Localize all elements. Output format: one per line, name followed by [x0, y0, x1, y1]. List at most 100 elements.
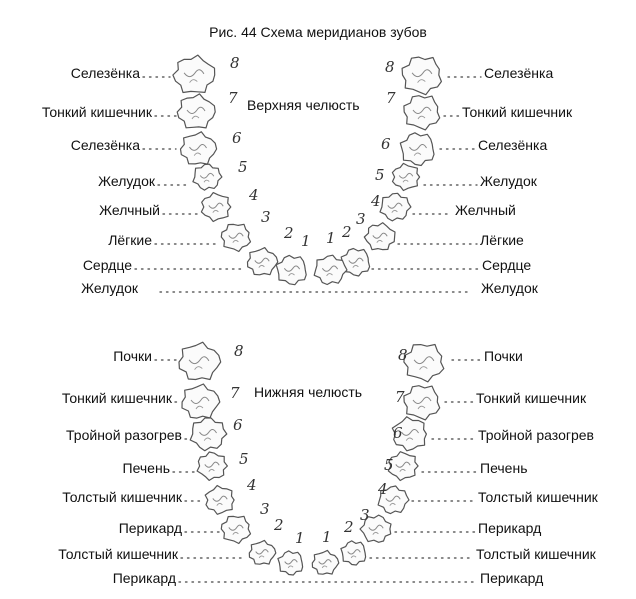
- lower-left-tooth-number: 6: [233, 416, 243, 434]
- upper-left-tooth-2-detail: [254, 257, 270, 264]
- upper-left-tooth-6-detail: [193, 152, 202, 156]
- lower-right-tooth-8-detail: [419, 366, 428, 370]
- lower-right-meridian-label: Перикард: [480, 570, 544, 586]
- lower-left-tooth-number: 3: [260, 500, 270, 518]
- upper-right-tooth-4-detail: [391, 209, 398, 213]
- upper-right-tooth-1-detail: [326, 273, 333, 277]
- lower-left-tooth-2-detail: [258, 555, 265, 559]
- upper-left-tooth-1-detail: [283, 265, 301, 272]
- lower-jaw-label: Нижняя челюсть: [254, 384, 363, 400]
- lower-right-tooth-2-detail: [350, 555, 357, 559]
- lower-right-tooth-number: 5: [384, 456, 394, 474]
- lower-left-tooth-7: [181, 383, 221, 419]
- upper-left-tooth-3: [220, 223, 252, 253]
- upper-right-tooth-6-detail: [413, 152, 422, 156]
- lower-left-tooth-number: 4: [246, 476, 257, 494]
- lower-right-tooth-7-detail: [412, 396, 432, 404]
- upper-right-meridian-label: Селезёнка: [478, 137, 548, 153]
- upper-left-tooth-7-detail: [191, 115, 200, 120]
- upper-right-meridian-label: Желудок: [480, 173, 537, 189]
- lower-left-tooth-4-detail: [216, 502, 223, 506]
- upper-right-tooth-5-detail: [398, 172, 414, 179]
- lower-left-tooth-8-detail: [188, 356, 210, 365]
- upper-right-meridian-label: Желчный: [455, 202, 516, 218]
- upper-right-tooth-4: [379, 192, 412, 222]
- upper-right-tooth-number: 3: [356, 210, 366, 228]
- lower-left-tooth-5: [196, 451, 228, 481]
- upper-left-tooth-5-detail: [203, 179, 210, 183]
- upper-left-meridian-label: Сердце: [82, 257, 132, 273]
- upper-right-tooth-3-detail: [376, 239, 383, 243]
- lower-right-meridian-label: Почки: [484, 348, 523, 364]
- lower-right-tooth-1-detail: [318, 559, 332, 565]
- upper-right-meridian-label: Сердце: [482, 257, 532, 273]
- lower-right-tooth-8: [403, 343, 445, 383]
- upper-right-tooth-number: 7: [386, 89, 396, 107]
- upper-right-tooth-1: [313, 254, 348, 286]
- upper-right-meridian-label: Желудок: [481, 280, 538, 296]
- lower-right-tooth-7-detail: [417, 405, 426, 410]
- lower-right-tooth-number: 4: [377, 480, 388, 498]
- upper-left-tooth-5-detail: [199, 172, 215, 179]
- lower-right-meridian-label: Толстый кишечник: [478, 489, 598, 505]
- lower-right-tooth-6-detail: [405, 437, 414, 441]
- upper-left-meridian-label: Селезёнка: [70, 137, 140, 153]
- upper-right-tooth-7: [403, 95, 441, 131]
- lower-left-tooth-3: [220, 515, 252, 545]
- lower-right-tooth-4-detail: [389, 502, 396, 506]
- upper-left-tooth-number: 6: [232, 129, 242, 147]
- lower-right-tooth-4: [377, 485, 410, 515]
- upper-left-tooth-2-detail: [258, 264, 265, 268]
- upper-right-meridian-label: Тонкий кишечник: [462, 104, 573, 120]
- lower-left-meridian-label: Почки: [113, 348, 152, 364]
- upper-left-meridian-label: Желчный: [99, 202, 160, 218]
- lower-left-meridian-label: Тройной разогрев: [66, 427, 182, 443]
- lower-left-tooth-5-detail: [208, 468, 215, 472]
- upper-right-tooth-8: [401, 56, 442, 96]
- upper-right-tooth-8-detail: [411, 69, 433, 78]
- lower-left-tooth-2-detail: [255, 549, 269, 555]
- lower-left-tooth-4-detail: [212, 495, 228, 502]
- lower-left-tooth-3-detail: [228, 524, 244, 531]
- lower-right-tooth-number: 7: [395, 388, 405, 406]
- lower-right-tooth-5-detail: [399, 468, 406, 472]
- upper-left-tooth-1-detail: [288, 273, 295, 277]
- upper-right-tooth-7-detail: [412, 106, 432, 114]
- lower-right-meridian-label: Перикард: [478, 520, 542, 536]
- upper-left-tooth-4-detail: [208, 202, 224, 209]
- upper-left-tooth-number: 5: [238, 158, 248, 176]
- upper-left-tooth-number: 4: [248, 186, 259, 204]
- lower-left-tooth-1-detail: [287, 565, 294, 569]
- lower-left-tooth-3-detail: [232, 531, 239, 535]
- lower-left-meridian-label: Тонкий кишечник: [61, 390, 172, 406]
- lower-right-tooth-number: 6: [393, 424, 403, 442]
- figure-title: Рис. 44 Схема меридианов зубов: [209, 24, 427, 40]
- lower-left-meridian-label: Печень: [122, 460, 171, 476]
- upper-left-meridian-label: Тонкий кишечник: [41, 104, 152, 120]
- lower-left-tooth-6-detail: [199, 428, 217, 436]
- upper-right-tooth-6-detail: [409, 143, 427, 151]
- upper-right-tooth-number: 1: [326, 229, 336, 247]
- upper-left-tooth-4-detail: [212, 209, 219, 213]
- lower-right-tooth-number: 2: [343, 518, 354, 536]
- upper-left-meridian-label: Желудок: [81, 280, 138, 296]
- lower-left-meridian-label: Перикард: [118, 520, 182, 536]
- lower-right-tooth-number: 3: [360, 506, 370, 524]
- upper-left-tooth-number: 1: [301, 232, 311, 250]
- upper-right-tooth-number: 2: [341, 223, 352, 241]
- lower-right-tooth-2-detail: [347, 549, 361, 555]
- upper-left-tooth-3-detail: [228, 232, 244, 239]
- lower-left-tooth-8-detail: [194, 366, 203, 370]
- upper-left-tooth-number: 7: [228, 89, 238, 107]
- lower-right-tooth-3-detail: [372, 531, 379, 535]
- upper-left-tooth-3-detail: [232, 239, 239, 243]
- upper-right-tooth-2-detail: [348, 257, 364, 264]
- upper-left-tooth-7-detail: [186, 106, 206, 114]
- upper-left-meridian-label: Лёгкие: [108, 232, 152, 248]
- upper-right-tooth-5-detail: [402, 179, 409, 183]
- upper-right-tooth-number: 8: [385, 58, 395, 76]
- upper-right-meridian-label: Лёгкие: [480, 232, 524, 248]
- upper-left-tooth-5: [192, 163, 223, 191]
- upper-right-meridian-label: Селезёнка: [484, 65, 554, 81]
